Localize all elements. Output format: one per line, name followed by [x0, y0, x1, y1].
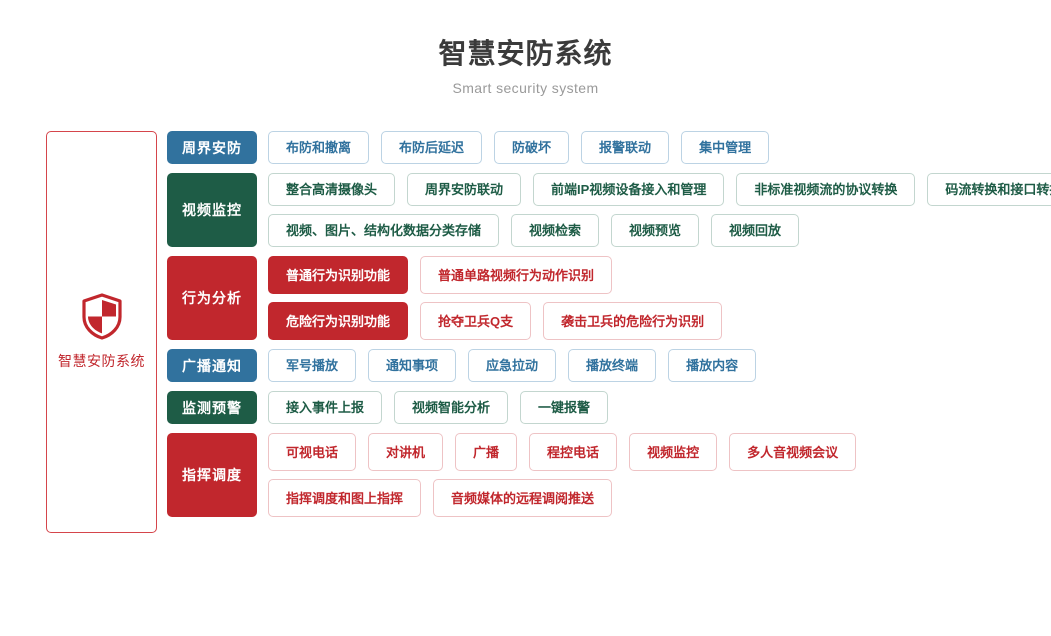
feature-chip[interactable]: 视频检索	[511, 214, 600, 247]
feature-chip[interactable]: 视频监控	[629, 433, 718, 471]
category-label[interactable]: 视频监控	[167, 173, 257, 247]
brand-label: 智慧安防系统	[58, 353, 145, 369]
category-row: 监测预警接入事件上报视频智能分析一键报警	[167, 391, 1051, 424]
category-items: 布防和撤离布防后延迟防破坏报警联动集中管理	[268, 131, 1051, 164]
feature-chip[interactable]: 指挥调度和图上指挥	[268, 479, 422, 517]
item-line: 普通行为识别功能普通单路视频行为动作识别	[268, 256, 1051, 294]
category-row: 周界安防布防和撤离布防后延迟防破坏报警联动集中管理	[167, 131, 1051, 164]
item-line: 指挥调度和图上指挥音频媒体的远程调阅推送	[268, 479, 1051, 517]
item-line: 危险行为识别功能抢夺卫兵Q支袭击卫兵的危险行为识别	[268, 302, 1051, 340]
feature-chip[interactable]: 应急拉动	[468, 349, 557, 382]
feature-chip[interactable]: 音频媒体的远程调阅推送	[433, 479, 613, 517]
item-line: 接入事件上报视频智能分析一键报警	[268, 391, 1051, 424]
category-label[interactable]: 指挥调度	[167, 433, 257, 517]
page-header: 智慧安防系统 Smart security system	[0, 0, 1051, 96]
feature-chip[interactable]: 广播	[455, 433, 518, 471]
feature-chip[interactable]: 集中管理	[681, 131, 770, 164]
feature-chip[interactable]: 非标准视频流的协议转换	[736, 173, 916, 206]
brand-card: 智慧安防系统	[46, 131, 157, 533]
feature-chip[interactable]: 普通单路视频行为动作识别	[420, 256, 613, 294]
feature-chip[interactable]: 危险行为识别功能	[268, 302, 409, 340]
feature-chip[interactable]: 视频预览	[611, 214, 700, 247]
item-line: 可视电话对讲机广播程控电话视频监控多人音视频会议	[268, 433, 1051, 471]
category-items: 接入事件上报视频智能分析一键报警	[268, 391, 1051, 424]
feature-chip[interactable]: 通知事项	[368, 349, 457, 382]
category-label[interactable]: 监测预警	[167, 391, 257, 424]
feature-chip[interactable]: 视频回放	[711, 214, 800, 247]
category-row: 指挥调度可视电话对讲机广播程控电话视频监控多人音视频会议指挥调度和图上指挥音频媒…	[167, 433, 1051, 517]
category-items: 整合高清摄像头周界安防联动前端IP视频设备接入和管理非标准视频流的协议转换码流转…	[268, 173, 1051, 247]
feature-chip[interactable]: 报警联动	[581, 131, 670, 164]
feature-chip[interactable]: 防破坏	[494, 131, 570, 164]
page-subtitle: Smart security system	[452, 80, 599, 97]
feature-chip[interactable]: 程控电话	[529, 433, 618, 471]
feature-chip[interactable]: 整合高清摄像头	[268, 173, 396, 206]
feature-chip[interactable]: 码流转换和接口转换	[927, 173, 1051, 206]
feature-chip[interactable]: 布防和撤离	[268, 131, 370, 164]
feature-chip[interactable]: 抢夺卫兵Q支	[420, 302, 532, 340]
category-row: 视频监控整合高清摄像头周界安防联动前端IP视频设备接入和管理非标准视频流的协议转…	[167, 173, 1051, 247]
category-items: 军号播放通知事项应急拉动播放终端播放内容	[268, 349, 1051, 382]
category-items: 普通行为识别功能普通单路视频行为动作识别危险行为识别功能抢夺卫兵Q支袭击卫兵的危…	[268, 256, 1051, 340]
item-line: 军号播放通知事项应急拉动播放终端播放内容	[268, 349, 1051, 382]
category-row: 行为分析普通行为识别功能普通单路视频行为动作识别危险行为识别功能抢夺卫兵Q支袭击…	[167, 256, 1051, 340]
item-line: 整合高清摄像头周界安防联动前端IP视频设备接入和管理非标准视频流的协议转换码流转…	[268, 173, 1051, 206]
feature-chip[interactable]: 播放终端	[568, 349, 657, 382]
category-row: 广播通知军号播放通知事项应急拉动播放终端播放内容	[167, 349, 1051, 382]
feature-chip[interactable]: 视频智能分析	[394, 391, 509, 424]
item-line: 布防和撤离布防后延迟防破坏报警联动集中管理	[268, 131, 1051, 164]
item-line: 视频、图片、结构化数据分类存储视频检索视频预览视频回放	[268, 214, 1051, 247]
feature-chip[interactable]: 军号播放	[268, 349, 357, 382]
feature-chip[interactable]: 播放内容	[668, 349, 757, 382]
feature-chip[interactable]: 可视电话	[268, 433, 357, 471]
category-label[interactable]: 周界安防	[167, 131, 257, 164]
feature-chip[interactable]: 周界安防联动	[407, 173, 522, 206]
feature-chip[interactable]: 多人音视频会议	[729, 433, 857, 471]
feature-chip[interactable]: 袭击卫兵的危险行为识别	[543, 302, 723, 340]
category-items: 可视电话对讲机广播程控电话视频监控多人音视频会议指挥调度和图上指挥音频媒体的远程…	[268, 433, 1051, 517]
shield-icon	[80, 293, 124, 340]
feature-chip[interactable]: 对讲机	[368, 433, 444, 471]
feature-chip[interactable]: 普通行为识别功能	[268, 256, 409, 294]
category-rows: 周界安防布防和撤离布防后延迟防破坏报警联动集中管理视频监控整合高清摄像头周界安防…	[167, 131, 1051, 517]
category-label[interactable]: 行为分析	[167, 256, 257, 340]
page-title: 智慧安防系统	[438, 38, 613, 69]
feature-chip[interactable]: 接入事件上报	[268, 391, 383, 424]
feature-chip[interactable]: 视频、图片、结构化数据分类存储	[268, 214, 500, 247]
architecture-board: 智慧安防系统 周界安防布防和撤离布防后延迟防破坏报警联动集中管理视频监控整合高清…	[46, 131, 1051, 533]
category-label[interactable]: 广播通知	[167, 349, 257, 382]
feature-chip[interactable]: 布防后延迟	[381, 131, 483, 164]
feature-chip[interactable]: 前端IP视频设备接入和管理	[533, 173, 725, 206]
feature-chip[interactable]: 一键报警	[520, 391, 609, 424]
